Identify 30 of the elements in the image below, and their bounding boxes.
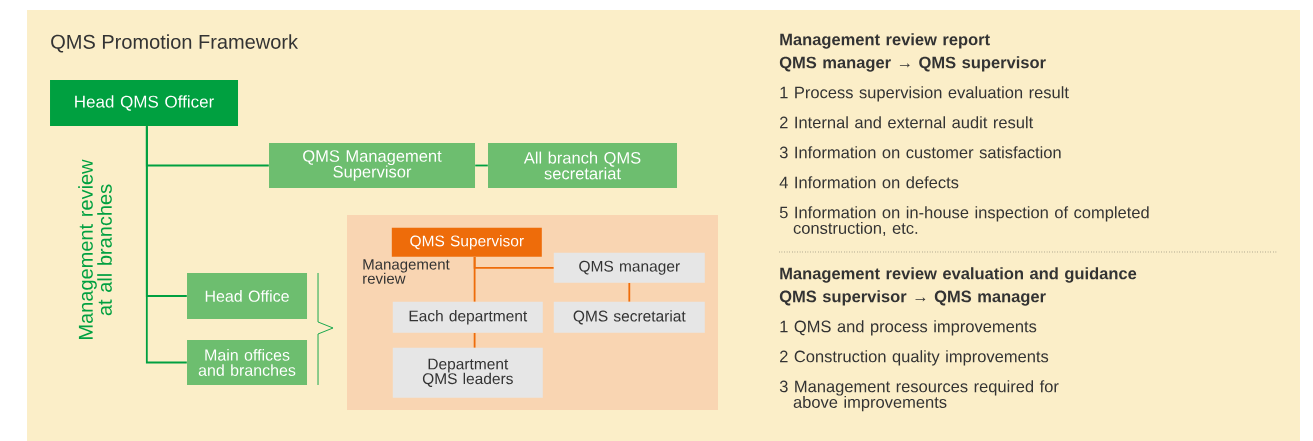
department-box: Each department (392, 301, 543, 333)
section-heading: Management review report (780, 33, 990, 49)
list-item: 1 QMS and process improvements (780, 320, 1037, 336)
office-box: Main offices and branches (187, 340, 307, 385)
list-item: 1 Process supervision evaluation result (780, 86, 1069, 102)
side-label: Management review at all branches (78, 159, 112, 339)
connector-line (628, 282, 631, 303)
list-item: 5 Information on in-house inspection of completed construction, etc. (779, 206, 1149, 236)
officer-box: Head QMS Officer (50, 80, 238, 126)
connector-line (473, 256, 476, 303)
department-box: Department QMS leaders (392, 347, 543, 398)
connector-line (145, 125, 188, 364)
list-item: 2 Internal and external audit result (780, 116, 1034, 129)
list-item: 4 Information on defects (779, 176, 959, 189)
title: QMS Promotion Framework (51, 34, 299, 53)
role-box: All branch QMS secretariat (488, 143, 677, 188)
list-item: 2 Construction quality improvements (780, 350, 1049, 366)
connector-line (473, 332, 476, 349)
annotation-label: Management review (363, 259, 450, 284)
list-item: 3 Management resources required for above improvements (779, 380, 1059, 412)
section-heading: QMS manager → QMS supervisor (779, 56, 1046, 72)
connector-line (474, 164, 489, 167)
role-box: QMS secretariat (553, 301, 705, 333)
section-heading: Management review evaluation and guidance (780, 267, 1137, 283)
supervisor-box: QMS Supervisor (391, 227, 542, 257)
list-item: 3 Information on customer satisfaction (779, 146, 1061, 159)
section-heading: QMS supervisor → QMS manager (779, 290, 1046, 306)
role-box: QMS manager (553, 252, 705, 283)
office-box: Head Office (187, 273, 307, 319)
role-box: QMS Management Supervisor (269, 143, 475, 188)
